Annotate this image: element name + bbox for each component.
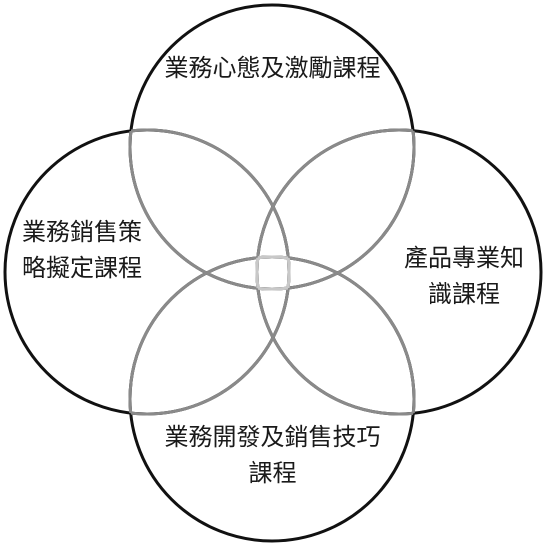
circle-bottom-label: 業務開發及銷售技巧課程 bbox=[164, 423, 381, 487]
circle-top-label: 業務心態及激勵課程 bbox=[164, 54, 381, 82]
overlap-arcs bbox=[128, 128, 416, 416]
circle-left-label: 業務銷售策略擬定課程 bbox=[22, 218, 142, 282]
circle-right-label: 產品專業知識課程 bbox=[404, 244, 524, 308]
